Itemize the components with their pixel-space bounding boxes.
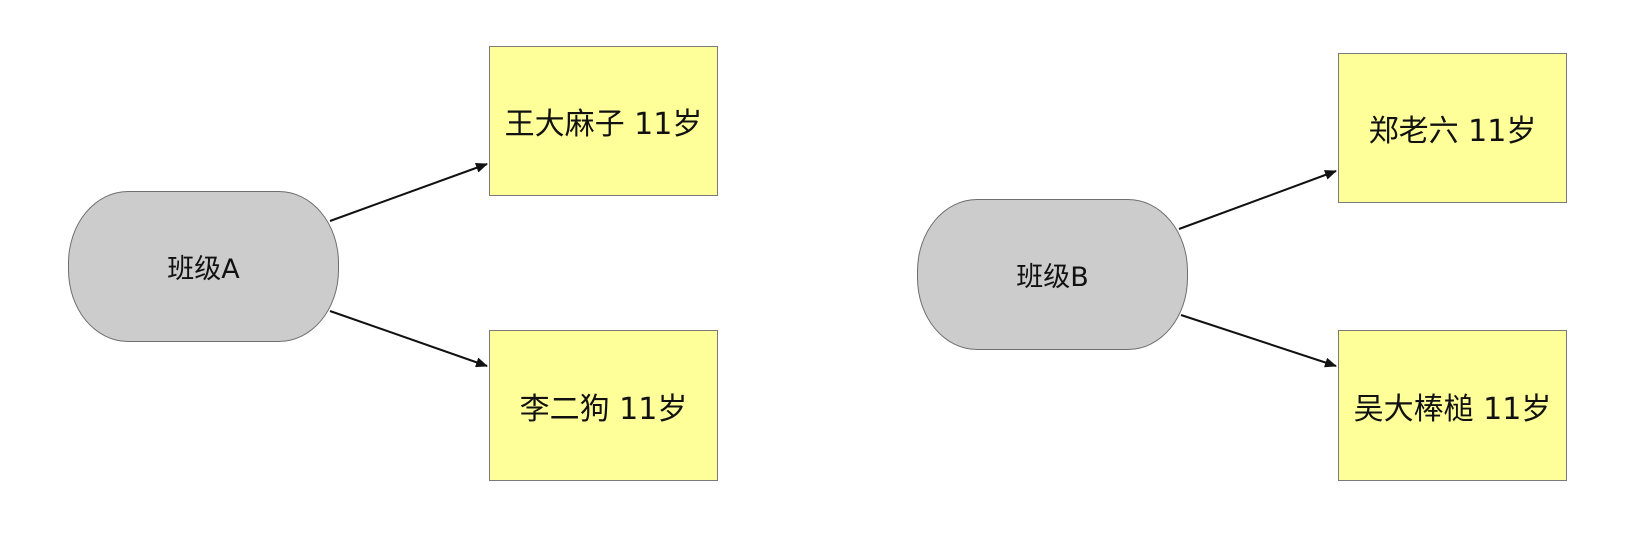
student-label-a2: 李二狗 11岁 [519, 391, 688, 427]
student-label-b1: 郑老六 11岁 [1368, 114, 1537, 149]
student-node-b1[interactable]: 郑老六 11岁 [1338, 53, 1567, 203]
edge-group-a-to-student-a1 [329, 163, 488, 222]
edge-group-b-to-student-b2 [1180, 314, 1337, 368]
group-node-a[interactable]: 班级A [68, 191, 339, 342]
group-label-b: 班级B [1016, 262, 1089, 293]
group-node-b[interactable]: 班级B [917, 199, 1188, 350]
edge-group-b-to-student-b1 [1178, 170, 1337, 230]
student-label-a1: 王大麻子 11岁 [504, 107, 703, 142]
student-node-b2[interactable]: 吴大棒槌 11岁 [1338, 330, 1567, 481]
group-label-a: 班级A [167, 254, 240, 285]
student-node-a1[interactable]: 王大麻子 11岁 [489, 46, 718, 196]
student-label-b2: 吴大棒槌 11岁 [1353, 391, 1552, 427]
student-node-a2[interactable]: 李二狗 11岁 [489, 330, 718, 481]
edge-group-a-to-student-a2 [329, 310, 488, 368]
